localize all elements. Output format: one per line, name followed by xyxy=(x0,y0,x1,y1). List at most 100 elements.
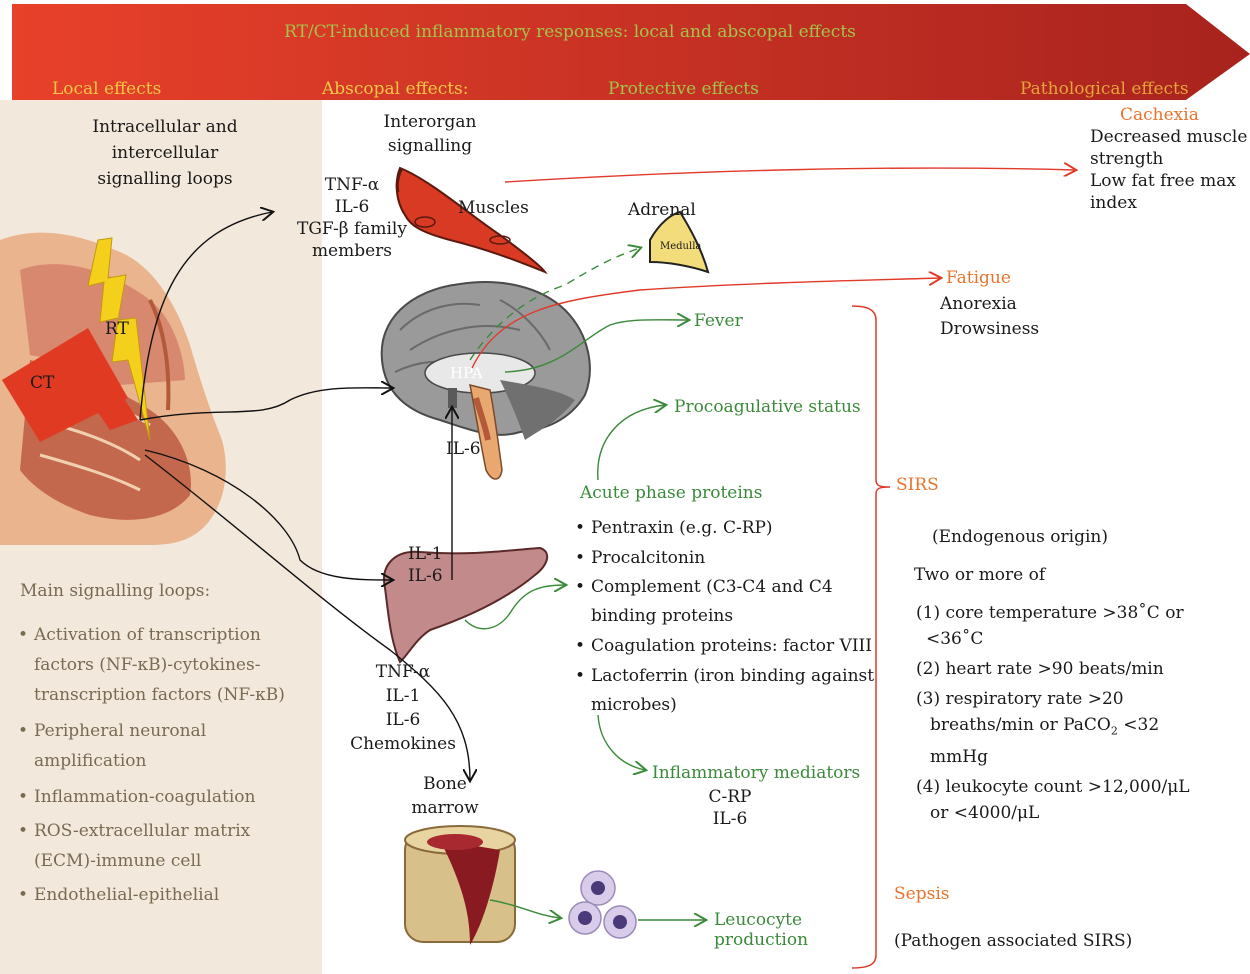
bone-marrow-line-2: marrow xyxy=(395,796,495,820)
mediators-list: C-RP IL-6 xyxy=(690,786,770,830)
adrenal-label: Adrenal xyxy=(628,199,696,221)
interorgan-line-2: signalling xyxy=(350,134,510,158)
loop-5-line-1: Endothelial-epithelial xyxy=(34,885,219,905)
criterion-3a: (3) respiratory rate >20 xyxy=(916,686,1190,712)
criterion-3b: breaths/min or PaCO2 <32 xyxy=(916,712,1190,744)
acute-phase-2: Procalcitonin xyxy=(591,548,705,568)
liver-output-cytokines: TNF-α IL-1 IL-6 Chemokines xyxy=(328,660,478,756)
ct-label: CT xyxy=(30,372,54,394)
interorgan-line-1: Interorgan xyxy=(350,110,510,134)
endogenous-label: (Endogenous origin) xyxy=(932,526,1108,548)
bone-marrow-line-1: Bone xyxy=(395,772,495,796)
acute-phase-1: Pentraxin (e.g. C-RP) xyxy=(591,518,773,538)
loop-1-line-3: transcription factors (NF-κB) xyxy=(34,685,285,705)
loop-1-line-1: Activation of transcription xyxy=(34,625,261,645)
fever-label: Fever xyxy=(694,310,743,332)
bone-marrow-illustration xyxy=(405,826,515,945)
fatigue-item-1: Anorexia xyxy=(940,292,1039,317)
signalling-title: Intracellular and intercellular signalli… xyxy=(40,114,290,192)
liver-il-2: IL-6 xyxy=(408,565,443,587)
cachexia-item-1: Decreased muscle xyxy=(1090,126,1247,148)
arrow-muscles-to-cachexia xyxy=(505,168,1075,182)
bone-marrow-label: Bone marrow xyxy=(395,772,495,820)
loop-4-line-1: ROS-extracellular matrix xyxy=(34,821,250,841)
cachexia-item-3: Low fat free max xyxy=(1090,170,1247,192)
muscle-cytokine-2: IL-6 xyxy=(272,196,432,218)
leucocyte-line-1: Leucocyte xyxy=(714,910,808,930)
acute-phase-item-2: Procalcitonin xyxy=(575,543,875,573)
acute-phase-list: Pentraxin (e.g. C-RP) Procalcitonin Comp… xyxy=(575,513,875,720)
arrow-to-inflammatory-mediators xyxy=(598,715,645,770)
muscle-cytokine-4: members xyxy=(272,240,432,262)
liver-il-labels: IL-1 IL-6 xyxy=(408,543,443,587)
criterion-4a: (4) leukocyte count >12,000/μL xyxy=(916,774,1190,800)
leucocyte-cells xyxy=(569,871,636,938)
loop-2-line-2: amplification xyxy=(34,751,146,771)
criterion-2: (2) heart rate >90 beats/min xyxy=(916,656,1190,682)
acute-phase-5b: microbes) xyxy=(591,695,677,715)
loop-2-line-1: Peripheral neuronal xyxy=(34,721,206,741)
acute-phase-3b: binding proteins xyxy=(591,606,733,626)
sepsis-label: Sepsis xyxy=(894,883,949,905)
acute-phase-3a: Complement (C3-C4 and C4 xyxy=(591,577,833,597)
medulla-label: Medulla xyxy=(660,236,701,258)
sirs-label: SIRS xyxy=(896,474,939,496)
main-loops-title: Main signalling loops: xyxy=(20,580,210,602)
loop-3-line-1: Inflammation-coagulation xyxy=(34,787,255,807)
signalling-title-line-3: signalling loops xyxy=(40,166,290,192)
criterion-3b-sub: 2 xyxy=(1111,724,1118,737)
muscles-label: Muscles xyxy=(458,197,529,219)
hpa-label: HPA xyxy=(450,362,483,384)
liver-out-2: IL-1 xyxy=(328,684,478,708)
leucocyte-production-label: Leucocyte production xyxy=(714,910,808,950)
muscle-cytokine-3: TGF-β family xyxy=(272,218,432,240)
rt-label: RT xyxy=(105,318,129,340)
acute-phase-title: Acute phase proteins xyxy=(580,482,762,504)
sirs-criteria: (1) core temperature >38˚C or <36˚C (2) … xyxy=(916,600,1190,826)
procoagulative-label: Procoagulative status xyxy=(674,396,861,418)
criterion-1a: (1) core temperature >38˚C or xyxy=(916,600,1190,626)
two-or-more-label: Two or more of xyxy=(914,564,1045,586)
loop-item-4: ROS-extracellular matrix (ECM)-immune cel… xyxy=(18,816,318,876)
criterion-4b: or <4000/μL xyxy=(916,800,1190,826)
fatigue-item-2: Drowsiness xyxy=(940,317,1039,342)
liver-out-1: TNF-α xyxy=(328,660,478,684)
arrow-to-procoagulative xyxy=(598,405,665,480)
interorgan-label: Interorgan signalling xyxy=(350,110,510,158)
loop-item-5: Endothelial-epithelial xyxy=(18,880,318,910)
acute-phase-item-3: Complement (C3-C4 and C4 binding proteins xyxy=(575,573,875,631)
loop-item-3: Inflammation-coagulation xyxy=(18,782,318,812)
signalling-title-line-2: intercellular xyxy=(40,140,290,166)
criterion-3b-text: breaths/min or PaCO xyxy=(930,715,1111,735)
loop-4-line-2: (ECM)-immune cell xyxy=(34,851,201,871)
brain-il6-label: IL-6 xyxy=(446,438,481,460)
loop-item-2: Peripheral neuronal amplification xyxy=(18,716,318,776)
fatigue-items: Anorexia Drowsiness xyxy=(940,292,1039,342)
cachexia-item-2: strength xyxy=(1090,148,1247,170)
inflammatory-mediators-label: Inflammatory mediators xyxy=(652,762,860,784)
acute-phase-item-1: Pentraxin (e.g. C-RP) xyxy=(575,513,875,543)
acute-phase-5a: Lactoferrin (iron binding against xyxy=(591,666,874,686)
muscle-cytokines: TNF-α IL-6 TGF-β family members xyxy=(272,174,432,262)
acute-phase-item-4: Coagulation proteins: factor VIII xyxy=(575,631,875,662)
acute-phase-4: Coagulation proteins: factor VIII xyxy=(591,636,872,656)
liver-il-1: IL-1 xyxy=(408,543,443,565)
cachexia-items: Decreased muscle strength Low fat free m… xyxy=(1090,126,1247,214)
muscle-cytokine-1: TNF-α xyxy=(272,174,432,196)
pathogen-label: (Pathogen associated SIRS) xyxy=(894,930,1132,952)
leucocyte-line-2: production xyxy=(714,930,808,950)
criterion-3c: mmHg xyxy=(916,744,1190,770)
acute-phase-item-5: Lactoferrin (iron binding against microbe… xyxy=(575,662,875,720)
criterion-1b: <36˚C xyxy=(916,626,1190,652)
signalling-title-line-1: Intracellular and xyxy=(40,114,290,140)
brain-illustration xyxy=(382,282,590,479)
criterion-3b-tail: <32 xyxy=(1118,715,1159,735)
mediator-1: C-RP xyxy=(690,786,770,808)
mediator-2: IL-6 xyxy=(690,808,770,830)
cachexia-item-4: index xyxy=(1090,192,1247,214)
liver-out-4: Chemokines xyxy=(328,732,478,756)
fatigue-label: Fatigue xyxy=(946,267,1011,289)
liver-out-3: IL-6 xyxy=(328,708,478,732)
